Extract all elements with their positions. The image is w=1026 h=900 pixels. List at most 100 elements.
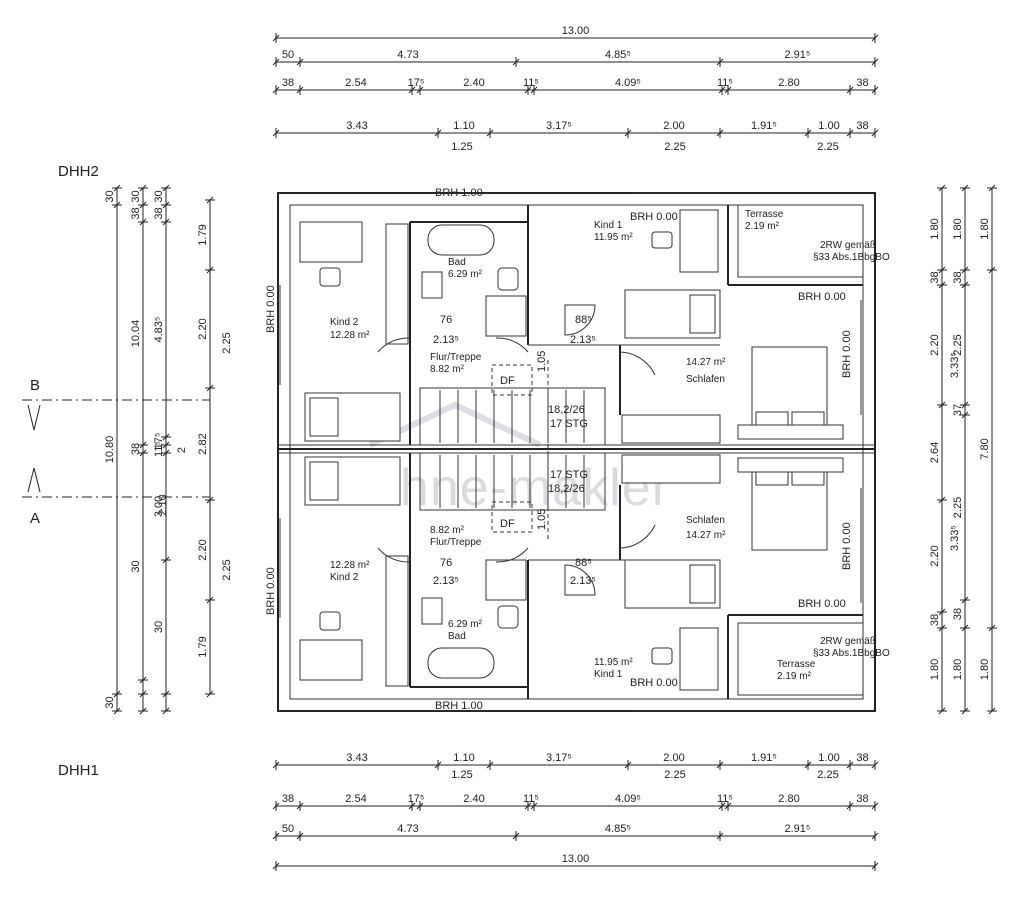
building-walls (277, 192, 876, 712)
bottom-row3-dim-label: 3.43 (346, 752, 367, 764)
left-col3-dim-label: 38 (153, 207, 165, 219)
stairs (419, 360, 606, 540)
right-col1-dim-label: 2.20 (929, 545, 941, 566)
left-col3b-dim-label: 2.10 (157, 494, 169, 515)
lower-rw-line1: 2RW gemäß (820, 636, 876, 647)
top-total-dim: 13.00 (272, 25, 879, 43)
upper-unit-labels: BRH 1.00 BRH 0.00 BRH 0.00 BRH 0.00 BRH … (265, 187, 890, 430)
lower-kind1-area: 11.95 m² (594, 657, 633, 668)
bottom-row3-dim-label: 1.00 (818, 752, 839, 764)
left-col2-dim-label: 30 (130, 560, 142, 572)
bottom-row3b-dim-label: 2.25 (664, 769, 685, 781)
top-row2-dim-label: 38 (856, 77, 868, 89)
lower-door2-height: 2.13⁵ (570, 575, 596, 587)
label-dhh1: DHH1 (58, 762, 99, 779)
bottom-row2-dim-label: 2.80 (778, 793, 799, 805)
upper-brh-kind1: BRH 0.00 (630, 211, 678, 223)
top-row2-dim-label: 38 (282, 77, 294, 89)
right-col3-dim: 1.807.801.80 (979, 184, 997, 715)
upper-stair-df: DF (500, 375, 515, 387)
lower-terrace-area: 2.19 m² (777, 671, 812, 682)
upper-bad-name: Bad (448, 257, 466, 268)
upper-brh-left: BRH 0.00 (265, 285, 277, 333)
right-col1-dim-label: 2.64 (929, 442, 941, 463)
bottom-row3-dim-label: 1.10 (453, 752, 474, 764)
section-markers (22, 399, 210, 498)
lower-flur-name: Flur/Treppe (430, 537, 482, 548)
upper-stair-height: 1.05 (536, 351, 548, 372)
bottom-row2-dim-label: 11⁵ (523, 793, 539, 805)
upper-brh-top: BRH 1.00 (435, 187, 483, 199)
top-row3-dim-label: 2.00 (663, 120, 684, 132)
upper-stair-ratio: 18,2/26 (548, 404, 585, 416)
upper-schlafen-name: Schlafen (686, 374, 725, 385)
bottom-row2-dim-label: 11⁵ (717, 793, 733, 805)
right-col3-dim-label: 1.80 (979, 659, 991, 680)
upper-kind2-name: Kind 2 (330, 317, 359, 328)
bottom-row2-dim-label: 38 (282, 793, 294, 805)
top-row2-dim-label: 17⁵ (408, 77, 425, 89)
upper-schlafen-area: 14.27 m² (686, 357, 726, 368)
bottom-row3-dim-label: 2.00 (663, 752, 684, 764)
furniture (299, 209, 844, 691)
lower-brh-bottom: BRH 1.00 (435, 700, 483, 712)
lower-kind2-area: 12.28 m² (330, 560, 370, 571)
upper-door2-width: 88⁵ (575, 314, 592, 326)
bottom-row3b-dim-label: 2.25 (817, 769, 838, 781)
lower-unit-labels: BRH 1.00 BRH 0.00 BRH 0.00 BRH 0.00 BRH … (265, 469, 890, 712)
bottom-row3-dim-label: 3.17⁵ (546, 752, 572, 764)
left-col5-dim-label: 2.25 (221, 332, 233, 353)
upper-kind2-area: 12.28 m² (330, 330, 370, 341)
bottom-row3b-dim-label: 1.25 (451, 769, 472, 781)
bottom-total-dim: 13.00 (272, 853, 879, 871)
right-col1-dim-label: 38 (929, 271, 941, 283)
upper-brh-terrace: BRH 0.00 (798, 291, 846, 303)
left-col3-dim-label: 30 (153, 621, 165, 633)
lower-flur-area: 8.82 m² (430, 525, 465, 536)
left-col2-dim-label: 30 (130, 190, 142, 202)
lower-stair-ratio: 18,2/26 (548, 483, 585, 495)
upper-rw-line1: 2RW gemäß (820, 240, 876, 251)
left-col1-dim-label: 30 (104, 190, 116, 202)
section-a-label: A (30, 510, 40, 527)
right-col1-dim-label: 2.20 (929, 334, 941, 355)
left-col3-dim-label: 11⁵ (153, 441, 165, 457)
lower-schlafen-name: Schlafen (686, 515, 725, 526)
top-row3-dim-label: 1.91⁵ (751, 120, 777, 132)
upper-kind1-name: Kind 1 (594, 220, 623, 231)
top-row3-dim-label: 3.43 (346, 120, 367, 132)
right-col2-dim-label: 37 (952, 404, 964, 416)
top-row2-dim-label: 2.80 (778, 77, 799, 89)
left-col2-dim-label: 38 (130, 207, 142, 219)
right-col2-dim-label: 38 (952, 271, 964, 283)
top-row1-dim-label: 50 (282, 49, 294, 61)
left-col3b-dim-label: 2 (176, 447, 188, 453)
top-row3-dim-label: 38 (856, 120, 868, 132)
upper-flur-area: 8.82 m² (430, 364, 465, 375)
bottom-row2-dim-label: 4.09⁵ (615, 793, 641, 805)
lower-stair-height: 1.05 (536, 509, 548, 530)
left-col2-dim-label: 10.04 (130, 320, 142, 348)
top-row2-dim-label: 4.09⁵ (615, 77, 641, 89)
bottom-row1-dim-label: 2.91⁵ (785, 823, 811, 835)
left-col4-dim-label: 1.79 (197, 224, 209, 245)
top-row1-dim-label: 4.73 (397, 49, 418, 61)
lower-door1-height: 2.13⁵ (433, 575, 459, 587)
lower-bad-area: 6.29 m² (448, 619, 483, 630)
left-col4-dim-label: 2.20 (197, 318, 209, 339)
bottom-row2-dim-label: 2.54 (345, 793, 366, 805)
top-row3b-dim-label: 2.25 (664, 141, 685, 153)
left-col3-dim-label: 3.00 (153, 496, 165, 517)
lower-brh-kind1: BRH 0.00 (630, 677, 678, 689)
upper-rw-line2: §33 Abs.1BbgBO (813, 252, 890, 263)
